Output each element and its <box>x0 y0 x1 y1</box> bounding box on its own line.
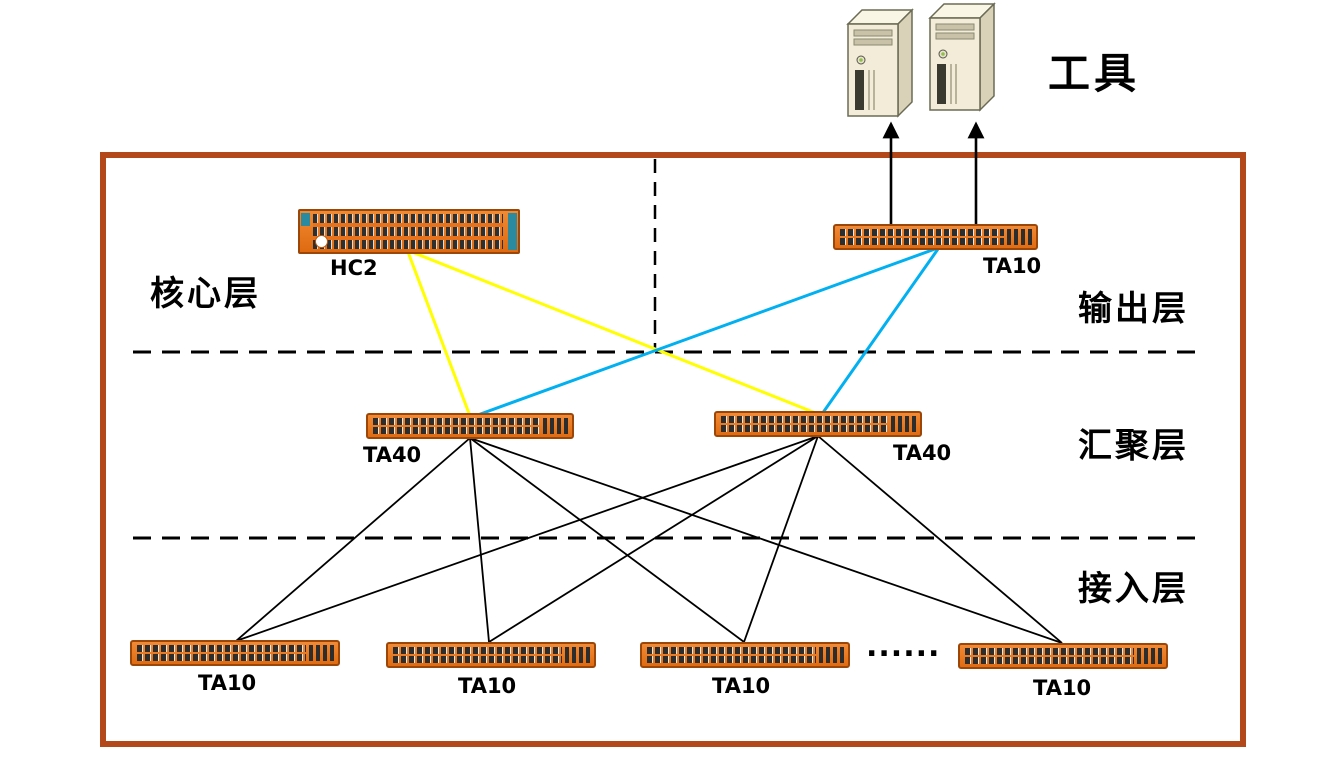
device-access-ta10-1 <box>130 640 340 666</box>
link-hc2-agg-left <box>406 251 472 417</box>
layer-label-core: 核心层 <box>150 274 261 314</box>
label-access-ta10-4: TA10 <box>1033 676 1092 700</box>
device-access-ta10-4 <box>958 643 1168 669</box>
device-hc2 <box>298 209 520 254</box>
label-agg-ta40-right: TA40 <box>893 441 952 465</box>
device-agg-ta40-left <box>366 413 574 439</box>
label-hc2: HC2 <box>330 256 378 280</box>
link-aggL-access2 <box>469 437 490 643</box>
device-output-ta10 <box>833 224 1038 250</box>
label-access-ta10-3: TA10 <box>712 674 771 698</box>
chassis-ports <box>313 214 503 249</box>
link-aggR-access4 <box>817 435 1063 644</box>
chassis-module-right <box>508 213 517 250</box>
link-aggL-access3 <box>469 437 745 643</box>
label-output-ta10: TA10 <box>983 254 1042 278</box>
uplink-ports <box>1007 229 1033 245</box>
device-access-ta10-2 <box>386 642 596 668</box>
link-aggR-access2 <box>488 435 819 643</box>
server-tower-right <box>928 2 996 112</box>
label-access-ta10-2: TA10 <box>458 674 517 698</box>
uplink-ports <box>309 645 335 661</box>
label-agg-ta40-left: TA40 <box>363 443 422 467</box>
tool-servers <box>846 2 1022 124</box>
layer-label-output: 输出层 <box>1078 289 1189 329</box>
link-hc2-agg-right <box>411 250 819 416</box>
tools-label: 工具 <box>1048 49 1141 98</box>
uplink-ports <box>891 416 917 432</box>
access-ellipsis: ...... <box>866 629 941 664</box>
vendor-logo-icon <box>315 235 328 248</box>
uplink-ports <box>565 647 591 663</box>
link-aggR-access3 <box>743 435 819 643</box>
layer-label-aggregation: 汇聚层 <box>1078 426 1189 466</box>
layer-label-access: 接入层 <box>1078 569 1189 609</box>
uplink-ports <box>819 647 845 663</box>
boundary-frame <box>100 152 1246 747</box>
link-aggL-access1 <box>235 437 471 642</box>
server-tower-left <box>846 8 914 118</box>
chassis-module-left <box>301 213 310 226</box>
label-access-ta10-1: TA10 <box>198 671 257 695</box>
link-output-agg-left <box>474 247 936 418</box>
link-aggR-access1 <box>235 435 819 642</box>
device-access-ta10-3 <box>640 642 850 668</box>
uplink-ports <box>543 418 569 434</box>
device-agg-ta40-right <box>714 411 922 437</box>
server-towers-art <box>846 2 996 118</box>
link-output-agg-right <box>820 248 940 415</box>
uplink-ports <box>1137 648 1163 664</box>
link-aggL-access4 <box>469 437 1063 644</box>
